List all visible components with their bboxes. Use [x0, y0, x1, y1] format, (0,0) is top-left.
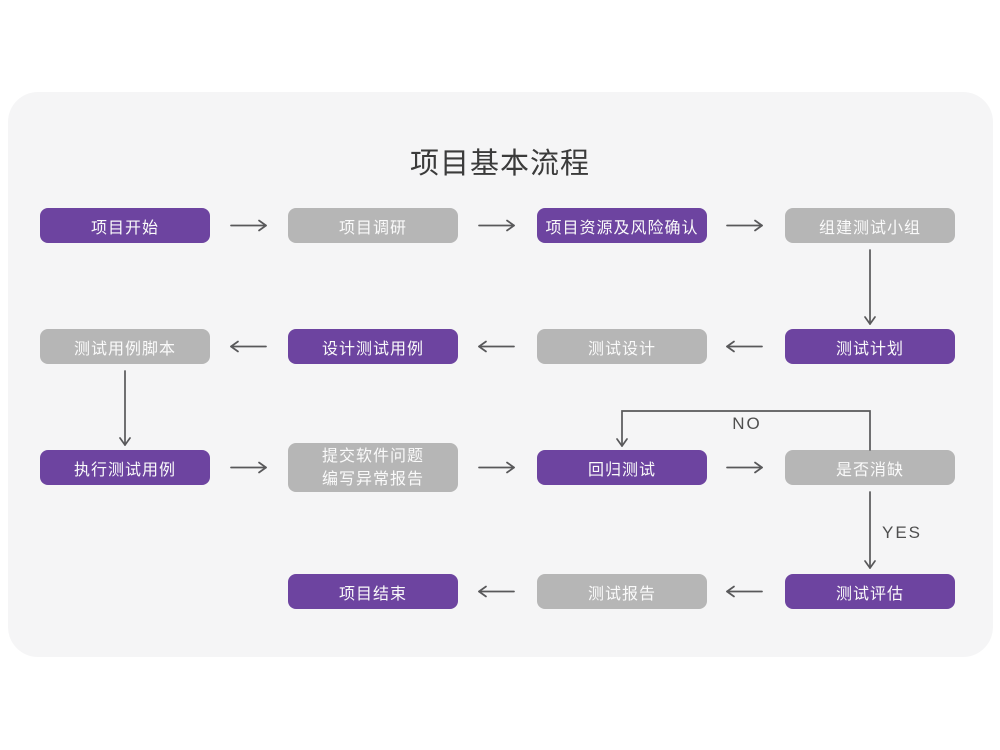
node-label: 测试评估 [835, 585, 904, 603]
node-project-start: 项目开始 [40, 208, 210, 243]
node-project-research: 项目调研 [288, 208, 458, 243]
node-project-end: 项目结束 [288, 574, 458, 609]
node-test-evaluation: 测试评估 [785, 574, 955, 609]
node-label: 设计测试用例 [321, 340, 424, 358]
node-test-design: 测试设计 [537, 329, 707, 364]
node-label: 测试报告 [587, 585, 656, 603]
node-regression-test: 回归测试 [537, 450, 707, 485]
node-label: 项目调研 [338, 219, 407, 237]
node-submit-issues-write-report: 提交软件问题 编写异常报告 [288, 443, 458, 492]
node-test-report: 测试报告 [537, 574, 707, 609]
node-build-test-team: 组建测试小组 [785, 208, 955, 243]
node-label-line-1: 提交软件问题 [321, 447, 424, 465]
node-label: 测试用例脚本 [73, 340, 176, 358]
node-label: 执行测试用例 [73, 461, 176, 479]
edge-label-no: NO [732, 414, 762, 433]
edge-label-yes: YES [882, 523, 923, 542]
node-label: 是否消缺 [835, 461, 904, 479]
node-label: 项目结束 [338, 585, 407, 603]
node-label: 项目开始 [90, 219, 159, 237]
node-resource-risk-confirm: 项目资源及风险确认 [537, 208, 707, 243]
node-test-plan: 测试计划 [785, 329, 955, 364]
node-label: 项目资源及风险确认 [545, 219, 699, 237]
node-label: 测试计划 [835, 340, 904, 358]
node-execute-test-cases: 执行测试用例 [40, 450, 210, 485]
flowchart-card [8, 92, 993, 657]
node-label: 组建测试小组 [818, 219, 921, 237]
node-test-case-script: 测试用例脚本 [40, 329, 210, 364]
node-design-test-cases: 设计测试用例 [288, 329, 458, 364]
node-label: 回归测试 [587, 461, 656, 479]
node-label: 测试设计 [587, 340, 656, 358]
node-label-line-2: 编写异常报告 [321, 470, 424, 488]
node-defect-cleared: 是否消缺 [785, 450, 955, 485]
page-title: 项目基本流程 [409, 148, 590, 180]
